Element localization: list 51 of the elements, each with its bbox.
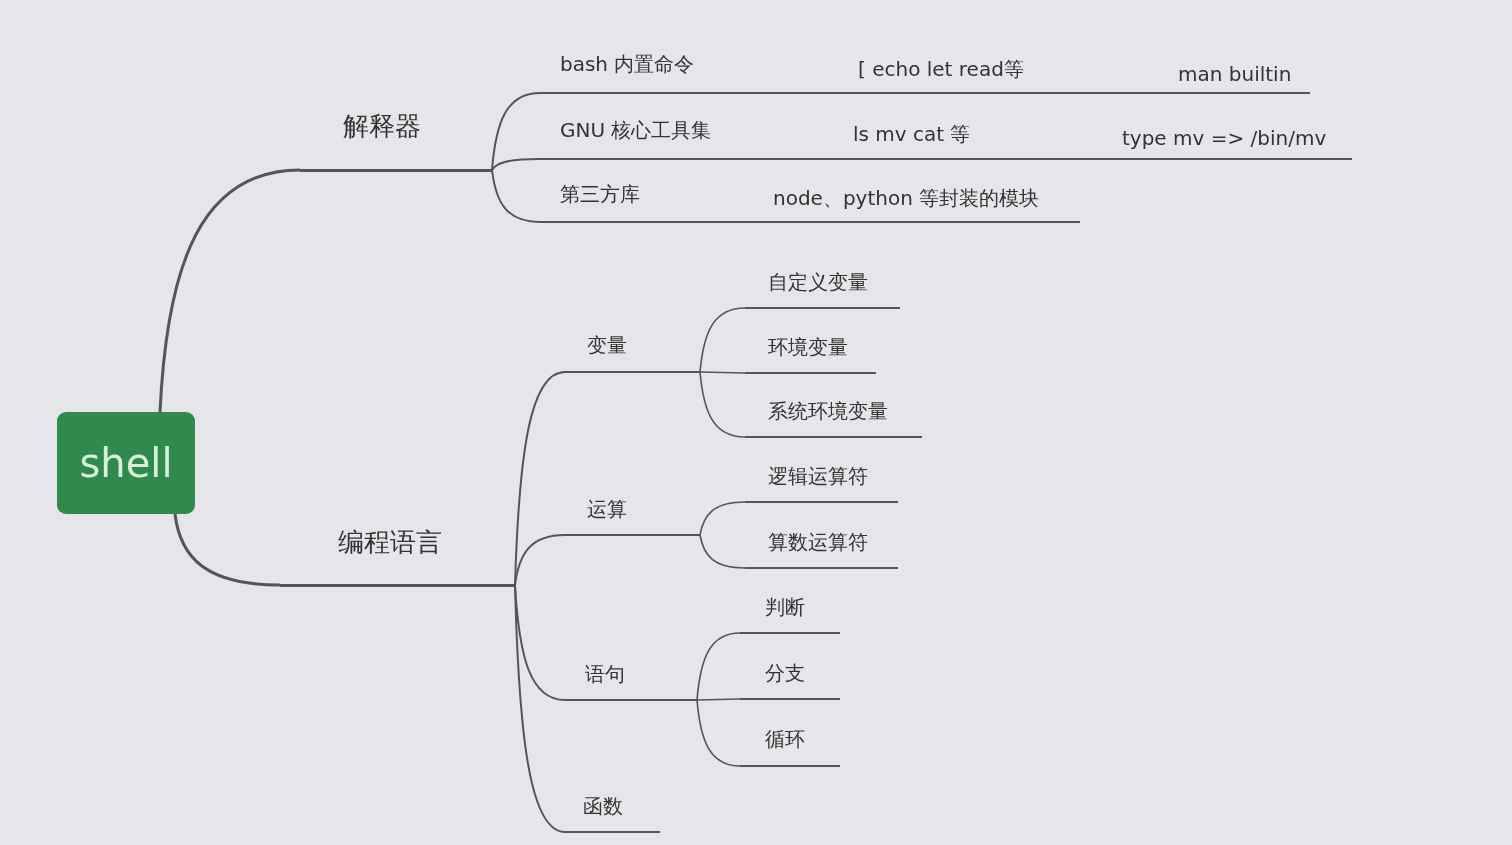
topic-text: GNU 核心工具集 <box>560 119 712 142</box>
branch-connector <box>696 698 741 701</box>
topic-text: 算数运算符 <box>768 531 868 554</box>
branch-topic <box>540 51 1310 94</box>
branch-topic <box>745 269 900 309</box>
branch-topic <box>540 117 1352 160</box>
topic-text: 解释器 <box>343 112 421 142</box>
topic-text: 变量 <box>587 334 627 357</box>
branch-connector <box>173 513 281 587</box>
topic-text: 判断 <box>765 596 805 619</box>
branch-connector <box>699 371 746 438</box>
topic-text: 运算 <box>587 498 627 521</box>
branch-connector <box>699 371 746 374</box>
branch-connector <box>514 584 566 833</box>
topic-text: 语句 <box>585 663 625 686</box>
branch-connector <box>491 158 541 171</box>
topic-text: ls mv cat 等 <box>853 123 971 146</box>
topic-text: 自定义变量 <box>768 271 868 294</box>
branch-topic <box>565 496 700 536</box>
topic-text: 循环 <box>765 728 805 751</box>
topic-text: 第三方库 <box>560 183 640 206</box>
branch-connector <box>491 169 541 223</box>
branch-topic <box>745 463 898 503</box>
branch-topic <box>280 526 515 587</box>
branch-topic <box>565 332 700 373</box>
topic-text: 系统环境变量 <box>768 400 888 423</box>
branch-topic <box>740 660 840 700</box>
branch-topic <box>540 181 1080 223</box>
topic-text: 逻辑运算符 <box>768 465 868 488</box>
branch-connector <box>696 632 741 701</box>
branch-connector <box>696 699 741 767</box>
branch-connector <box>699 501 746 536</box>
branch-connector <box>699 534 746 569</box>
topic-text: bash 内置命令 <box>560 53 695 76</box>
topic-text: 函数 <box>583 795 623 818</box>
root-topic-box: shell <box>57 412 195 514</box>
branch-topic <box>740 594 840 634</box>
topic-text: 分支 <box>765 662 805 685</box>
branch-connector <box>158 168 301 413</box>
topic-text: 编程语言 <box>338 528 442 558</box>
topic-text: node、python 等封装的模块 <box>773 187 1040 210</box>
branch-topic <box>745 529 898 569</box>
topic-text: man builtin <box>1178 63 1292 86</box>
branch-connector <box>491 92 541 171</box>
branch-topic <box>745 398 922 438</box>
branch-topic <box>745 334 876 374</box>
topic-text: [ echo let read等 <box>858 58 1024 81</box>
topic-text: 环境变量 <box>768 336 848 359</box>
topic-text: type mv => /bin/mv <box>1122 127 1327 150</box>
branch-connector <box>514 534 566 586</box>
branch-connector <box>699 307 746 373</box>
